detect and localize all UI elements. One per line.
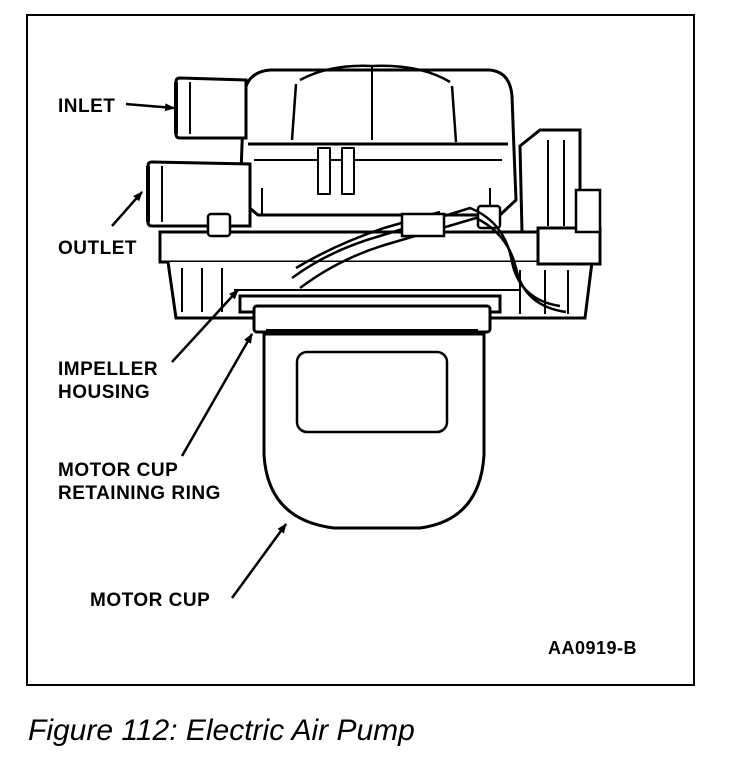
figure-caption: Figure 112: Electric Air Pump — [28, 714, 415, 747]
motor-cup-retaining-ring — [238, 294, 502, 334]
leader-lines — [111, 102, 288, 599]
electrical-connector — [518, 128, 602, 266]
inlet-label: INLET — [58, 96, 116, 117]
retaining-ring-label-1: MOTOR CUP — [58, 460, 179, 481]
outlet-label: OUTLET — [58, 238, 137, 259]
outlet-port — [146, 160, 252, 228]
inlet-port — [174, 76, 248, 140]
impeller-housing-label-2: HOUSING — [58, 382, 151, 403]
figure-code: AA0919-B — [548, 638, 638, 658]
motor-cup-label: MOTOR CUP — [90, 590, 211, 611]
pump-top-cover — [238, 64, 518, 217]
retaining-ring-label-2: RETAINING RING — [58, 483, 221, 504]
figure-frame — [26, 14, 695, 686]
wiring-harness — [291, 206, 567, 314]
motor-cup-body — [262, 332, 486, 530]
impeller-housing-label-1: IMPELLER — [58, 359, 159, 380]
